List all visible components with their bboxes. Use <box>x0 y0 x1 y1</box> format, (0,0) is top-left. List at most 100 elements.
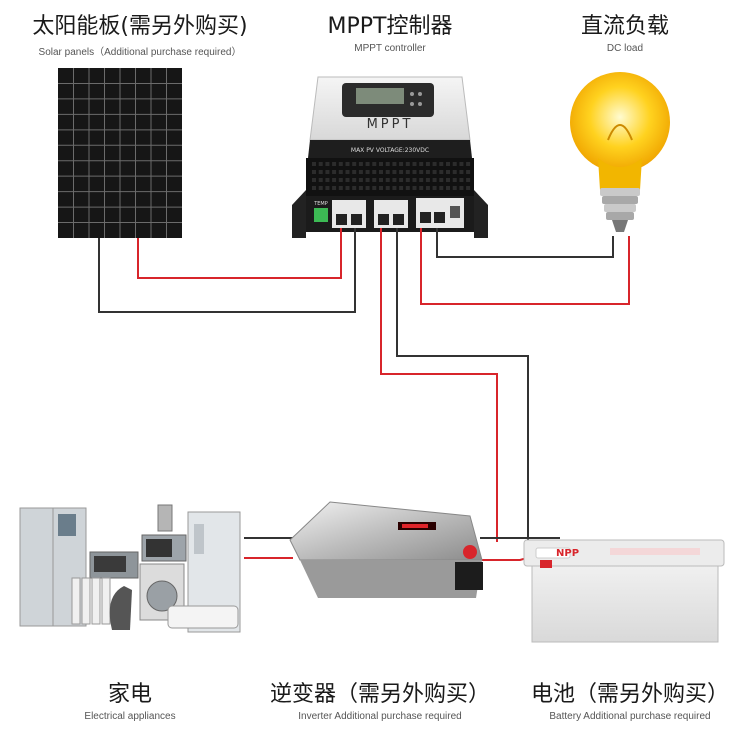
vent-hole <box>318 186 323 190</box>
battery-title: 电池（需另外购买） <box>530 682 729 707</box>
vent-hole <box>412 162 417 166</box>
vent-hole <box>352 186 357 190</box>
vent-hole <box>399 162 404 166</box>
vent-hole <box>345 178 350 182</box>
vent-hole <box>385 162 390 166</box>
vent-hole <box>392 186 397 190</box>
vent-hole <box>432 162 437 166</box>
vent-hole <box>312 178 316 182</box>
vent-hole <box>459 170 464 174</box>
vent-hole <box>399 178 404 182</box>
vent-hole <box>446 178 450 182</box>
appliances <box>19 504 241 633</box>
lcd-screen <box>356 88 404 104</box>
vent-hole <box>312 186 316 190</box>
controller-vents <box>312 162 471 190</box>
temp-terminal <box>314 208 328 222</box>
battery-positive-post <box>540 560 552 568</box>
vent-hole <box>385 170 390 174</box>
solar-cells <box>58 68 182 238</box>
vent-hole <box>399 186 404 190</box>
vent-hole <box>459 186 464 190</box>
vent-hole <box>345 186 350 190</box>
vent-hole <box>425 162 430 166</box>
solar-panel <box>58 68 182 238</box>
vent-hole <box>372 186 377 190</box>
vent-hole <box>439 178 444 182</box>
vent-hole <box>405 162 410 166</box>
vent-hole <box>412 170 417 174</box>
vent-hole <box>312 170 316 174</box>
load-subtitle: DC load <box>606 43 644 54</box>
vent-hole <box>332 186 337 190</box>
vent-hole <box>338 178 343 182</box>
vent-hole <box>385 178 390 182</box>
inverter <box>289 501 483 598</box>
vent-hole <box>446 170 450 174</box>
vent-hole <box>466 186 471 190</box>
vent-hole <box>405 178 410 182</box>
vent-hole <box>379 162 383 166</box>
vent-hole <box>425 186 430 190</box>
vent-hole <box>419 186 424 190</box>
vent-hole <box>345 162 350 166</box>
vent-hole <box>412 178 417 182</box>
vent-hole <box>419 170 424 174</box>
vent-hole <box>459 162 464 166</box>
temp-label: TEMP <box>313 201 328 207</box>
vent-hole <box>318 162 323 166</box>
vent-hole <box>379 178 383 182</box>
vent-hole <box>318 178 323 182</box>
vent-hole <box>392 162 397 166</box>
vent-hole <box>358 186 363 190</box>
vent-hole <box>405 170 410 174</box>
inverter-positive-post <box>463 545 477 559</box>
vent-hole <box>338 170 343 174</box>
vent-hole <box>392 170 397 174</box>
wire-battery-positive-ctrl <box>380 228 498 542</box>
battery-subtitle: Battery Additional purchase required <box>549 711 711 722</box>
vent-hole <box>452 162 457 166</box>
vent-hole <box>365 186 370 190</box>
wires <box>98 228 630 561</box>
vent-hole <box>385 186 390 190</box>
vent-hole <box>338 186 343 190</box>
wire-battery-negative-ctrl <box>396 228 529 542</box>
wire-load-negative <box>436 228 614 258</box>
vent-hole <box>365 170 370 174</box>
solar-subtitle: Solar panels（Additional purchase require… <box>38 47 242 58</box>
vent-hole <box>358 178 363 182</box>
vent-hole <box>332 178 337 182</box>
vent-hole <box>452 186 457 190</box>
vent-hole <box>365 178 370 182</box>
controller-voltage-label: MAX PV VOLTAGE:230VDC <box>351 147 429 154</box>
vent-hole <box>452 178 457 182</box>
dc-load-bulb <box>570 72 670 232</box>
vent-hole <box>466 178 471 182</box>
vent-hole <box>325 162 330 166</box>
vent-hole <box>439 186 444 190</box>
vent-hole <box>345 170 350 174</box>
vent-hole <box>439 162 444 166</box>
mppt-controller: MPPT MAX PV VOLTAGE:230VDC TEMP <box>292 76 488 238</box>
appliances-title: 家电 <box>107 682 152 707</box>
vent-hole <box>372 162 377 166</box>
vent-hole <box>399 170 404 174</box>
wire-load-positive <box>420 228 630 305</box>
vent-hole <box>432 170 437 174</box>
vent-hole <box>379 186 383 190</box>
vent-hole <box>325 170 330 174</box>
battery: NPP <box>523 539 725 643</box>
vent-hole <box>425 178 430 182</box>
vent-hole <box>425 170 430 174</box>
vent-hole <box>372 170 377 174</box>
vent-hole <box>318 170 323 174</box>
vent-hole <box>325 178 330 182</box>
vacuum <box>109 586 132 630</box>
vent-hole <box>365 162 370 166</box>
wire-solar-negative <box>98 228 356 313</box>
solar-title: 太阳能板(需另外购买) <box>32 14 248 39</box>
vent-hole <box>332 170 337 174</box>
vent-hole <box>452 170 457 174</box>
